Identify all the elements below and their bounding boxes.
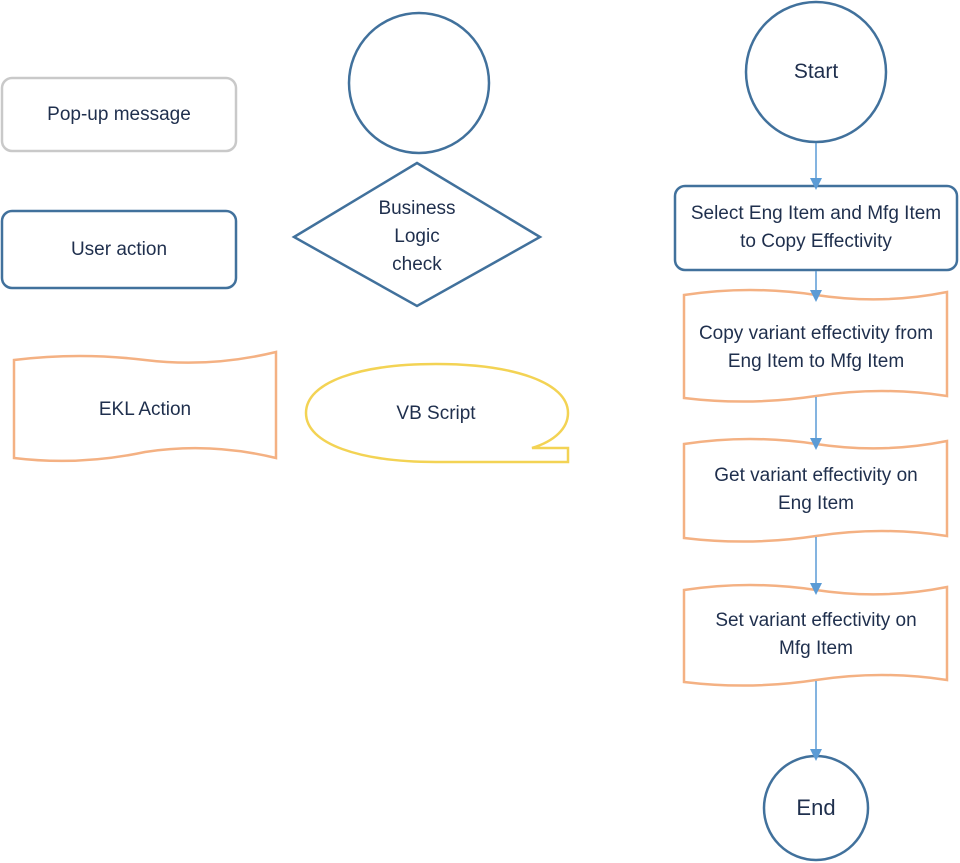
start-label: Start	[793, 60, 839, 83]
popup-legend-label: Pop-up message	[47, 103, 191, 125]
vb-script-legend-shape	[304, 362, 570, 464]
step-select-items-label: Select Eng Item and Mfg Item to Copy Eff…	[690, 203, 942, 252]
business-logic-label: Business Logic check	[378, 198, 456, 275]
popup-legend-shape	[0, 76, 238, 153]
step-get-effectivity-shape	[682, 437, 949, 543]
ekl-action-legend-shape	[12, 350, 278, 463]
business-logic-diamond	[291, 161, 543, 308]
step-copy-effectivity-label: Copy variant effectivity from Eng Item t…	[698, 323, 934, 372]
user-action-legend-label: User action	[70, 238, 168, 260]
step-copy-effectivity-shape	[682, 288, 949, 403]
user-action-legend-shape	[0, 209, 238, 290]
step-get-effectivity-label: Get variant effectivity on Eng Item	[714, 465, 918, 514]
end-label: End	[796, 795, 836, 820]
vb-script-legend-label: VB Script	[396, 403, 476, 424]
step-set-effectivity-label: Set variant effectivity on Mfg Item	[715, 610, 917, 659]
ekl-action-legend-label: EKL Action	[98, 399, 192, 420]
connector-circle-legend	[347, 11, 491, 155]
step-set-effectivity-shape	[682, 583, 949, 687]
start-node	[744, 0, 888, 144]
